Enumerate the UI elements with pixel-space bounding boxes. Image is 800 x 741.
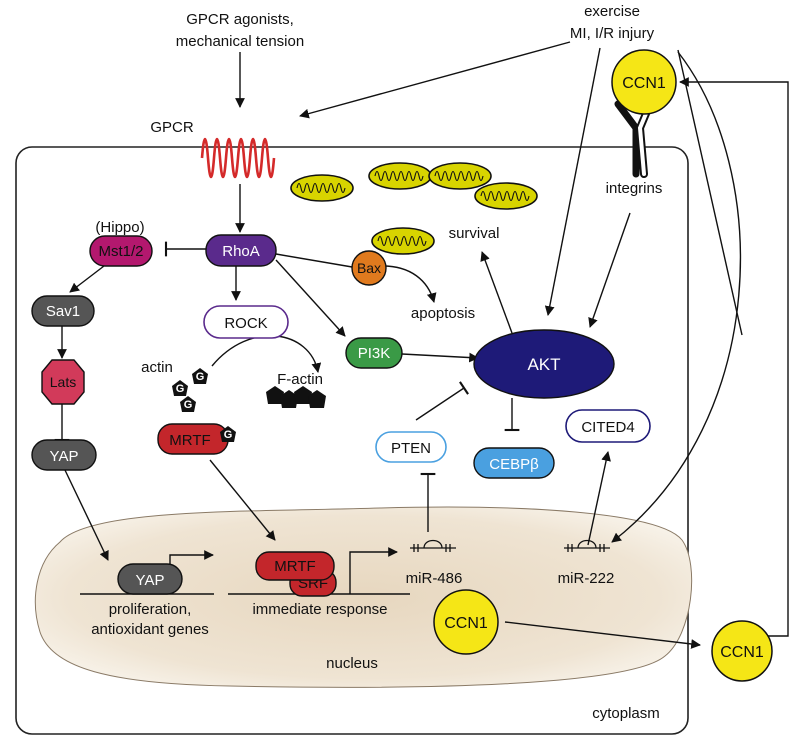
immediate-response-label: immediate response	[252, 601, 387, 618]
exercise-to-ccn1-nuclear-arrow	[677, 49, 743, 336]
mir222-label: miR-222	[558, 570, 615, 587]
exercise-to-mir222-arrow	[611, 51, 742, 543]
mrtf-tss-arrow	[349, 547, 398, 594]
rhoa-to-pi3k-arrow	[275, 259, 346, 337]
hippo-label: (Hippo)	[95, 219, 144, 236]
nucleus-label: nucleus	[326, 655, 378, 672]
svg-text:G: G	[184, 399, 193, 411]
exercise-label-line2: MI, I/R injury	[570, 25, 655, 42]
g-actin-monomer: G	[192, 368, 208, 384]
yap-cytoplasm-node: YAP	[31, 439, 97, 471]
akt-node: AKT	[473, 329, 615, 399]
mst-to-sav1-arrow	[69, 265, 105, 293]
yap-nuclear-node: YAP	[117, 563, 183, 595]
apoptosis-label: apoptosis	[411, 305, 475, 322]
svg-text:Lats: Lats	[50, 374, 76, 390]
g-actin-monomer: G	[172, 380, 188, 396]
g-actin-monomer: G	[180, 396, 196, 412]
svg-text:YAP: YAP	[50, 448, 79, 465]
mir486-label: miR-486	[406, 570, 463, 587]
yap-to-nucleus-arrow	[63, 467, 109, 561]
exercise-label-line1: exercise	[584, 3, 640, 20]
sav1-node: Sav1	[31, 295, 95, 327]
agonists-label-line2: mechanical tension	[176, 33, 304, 50]
svg-text:Mst1/2: Mst1/2	[98, 243, 143, 260]
cited4-node: CITED4	[565, 409, 651, 443]
pi3k-node: PI3K	[345, 337, 403, 369]
ccn1-label: CCN1	[622, 75, 666, 92]
mst-node: Mst1/2	[89, 235, 153, 267]
mitochondrion-icon-4	[474, 182, 538, 210]
svg-text:ROCK: ROCK	[224, 315, 267, 332]
mrtf-cytoplasm-node: MRTF	[157, 423, 229, 455]
integrins-to-akt-arrow	[588, 212, 631, 328]
svg-text:G: G	[224, 429, 233, 441]
svg-text:RhoA: RhoA	[222, 243, 260, 260]
svg-text:PTEN: PTEN	[391, 440, 431, 457]
rock-node: ROCK	[203, 305, 289, 339]
integrins-label: integrins	[606, 180, 663, 197]
svg-text:G: G	[196, 371, 205, 383]
agonists-label-line1: GPCR agonists,	[186, 11, 294, 28]
svg-text:Bax: Bax	[357, 260, 381, 276]
mitochondrion-icon-1	[290, 174, 354, 202]
gpcr-receptor-icon	[200, 137, 276, 179]
pathway-connectors	[54, 41, 789, 649]
survival-label: survival	[449, 225, 500, 242]
mitochondrion-icon-3	[428, 162, 492, 190]
mir222-to-cited4-arrow	[587, 451, 611, 546]
lats-node: Lats	[41, 359, 85, 405]
ccn1-nuclear-node: CCN1	[433, 589, 499, 655]
svg-text:PI3K: PI3K	[358, 345, 391, 362]
bax-node: Bax	[351, 250, 387, 286]
mrtf-to-nucleus-arrow	[209, 459, 276, 541]
nucleus-shape	[34, 506, 693, 688]
exercise-to-akt-arrow	[544, 47, 601, 316]
rhoa-inhibits-bax-line	[275, 253, 361, 276]
ccn1-loop-arrow	[679, 77, 789, 637]
mitochondrion-icon-5	[371, 227, 435, 255]
svg-text:CITED4: CITED4	[581, 419, 634, 436]
pten-node: PTEN	[375, 431, 447, 463]
ccn1-label: CCN1	[720, 644, 764, 661]
ccn1-secreted-node: CCN1	[711, 620, 773, 682]
svg-text:Sav1: Sav1	[46, 303, 80, 320]
g-actin-monomer-on-mrtf: G	[220, 426, 236, 442]
svg-text:MRTF: MRTF	[169, 432, 210, 449]
cytoplasm-label: cytoplasm	[592, 705, 660, 722]
proliferation-label-line1: proliferation,	[109, 601, 192, 618]
proliferation-label-line2: antioxidant genes	[91, 621, 209, 638]
ccn1-label: CCN1	[444, 615, 488, 632]
mrtf-nuclear-node: MRTF	[255, 551, 335, 581]
pi3k-to-akt-arrow	[401, 352, 479, 363]
gpcr-label: GPCR	[150, 119, 194, 136]
svg-text:G: G	[176, 383, 185, 395]
actin-label: actin	[141, 359, 173, 376]
exercise-to-gpcr-arrow	[299, 41, 571, 119]
svg-text:YAP: YAP	[136, 572, 165, 589]
akt-to-survival-arrow	[480, 251, 513, 334]
svg-text:AKT: AKT	[527, 355, 560, 374]
bax-to-apoptosis-arrow	[382, 265, 437, 303]
mir222-hairpin-icon	[564, 539, 610, 552]
svg-text:MRTF: MRTF	[274, 558, 315, 575]
pten-inhibits-akt-line	[415, 381, 469, 421]
ccn1-export-arrow	[504, 621, 701, 649]
f-actin-filament	[266, 386, 326, 408]
svg-text:CEBPβ: CEBPβ	[489, 456, 539, 473]
cebpb-node: CEBPβ	[473, 447, 555, 479]
mir486-hairpin-icon	[410, 539, 456, 552]
f-actin-label: F-actin	[277, 371, 323, 388]
ccn1-extracellular-node: CCN1	[611, 49, 677, 115]
rhoa-node: RhoA	[205, 234, 277, 267]
mitochondrion-icon-2	[368, 162, 432, 190]
